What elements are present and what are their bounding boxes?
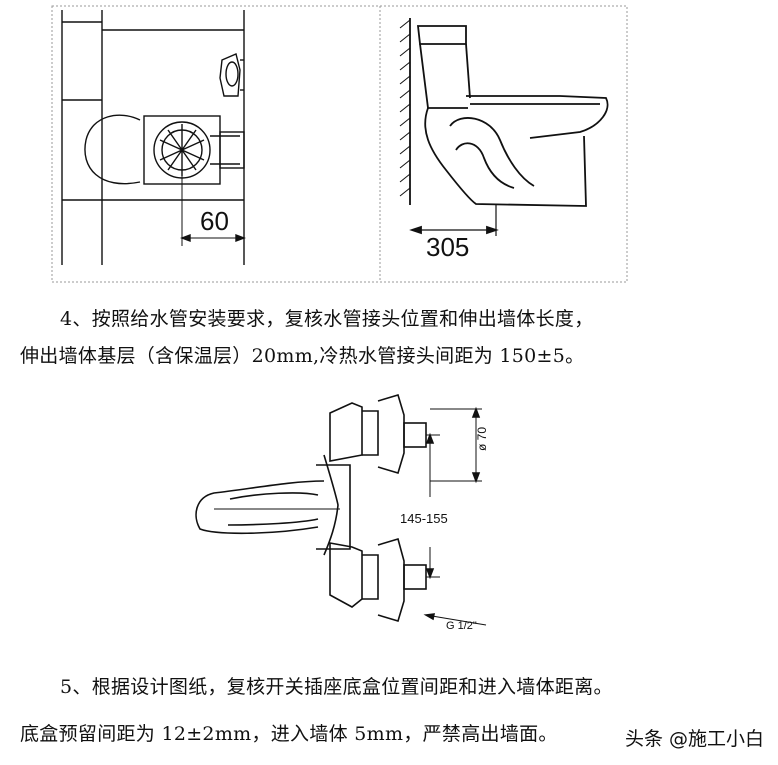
dim-60-label: 60 <box>200 206 229 236</box>
toilet-drawing <box>399 18 609 236</box>
paragraph-4-line-1: 4、按照给水管安装要求，复核水管接头位置和伸出墙体长度， <box>60 308 594 330</box>
floor-drain-drawing <box>61 10 246 265</box>
paragraph-4-line-2: 伸出墙体基层（含保温层）20mm,冷热水管接头间距为 150±5。 <box>20 345 585 367</box>
paragraph-5-line-1: 5、根据设计图纸，复核开关插座底盒位置间距和进入墙体距离。 <box>60 676 613 698</box>
figure-1-frame <box>51 5 628 283</box>
dim-diameter-label: ø 70 <box>475 427 489 451</box>
dim-305-label: 305 <box>426 232 469 262</box>
dim-spacing-label: 145-155 <box>400 511 448 526</box>
source-watermark: 头条 @施工小白 <box>624 728 764 750</box>
faucet-drawing: ø 70 145-155 G 1/2" <box>195 394 489 632</box>
figure-1-drawings: 60 305 <box>51 5 628 283</box>
paragraph-5-line-2: 底盒预留间距为 12±2mm，进入墙体 5mm，严禁高出墙面。 <box>20 723 558 745</box>
dim-thread-label: G 1/2" <box>446 620 477 632</box>
